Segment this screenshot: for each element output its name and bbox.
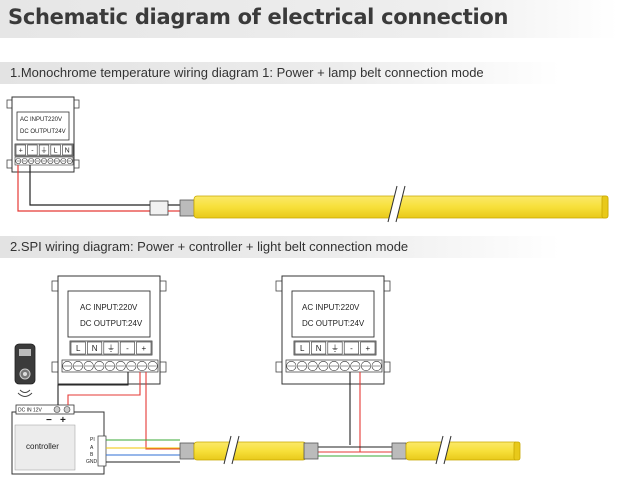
remote-control-icon (14, 343, 36, 385)
terminal-box (87, 341, 103, 355)
terminal-label: ⏚ (331, 344, 339, 353)
terminal-box (38, 144, 50, 156)
terminal-label: + (19, 147, 23, 154)
terminal-box (15, 144, 26, 156)
terminal-label: + (141, 344, 146, 353)
terminal-label: L (54, 147, 58, 154)
psu-right-dc-output: DC OUTPUT:24V (302, 319, 365, 328)
section1-heading: 1.Monochrome temperature wiring diagram … (10, 65, 484, 80)
led-strip-section1 (193, 185, 609, 223)
terminal-box (119, 341, 135, 355)
terminal-box (50, 144, 61, 156)
terminal-box (70, 341, 86, 355)
cut-mark-icon (224, 438, 238, 464)
psu1-ac-input: AC INPUT220V (20, 117, 62, 123)
pin-b: B (90, 452, 94, 458)
terminal-label: - (126, 344, 129, 353)
terminal-label: N (92, 344, 98, 353)
terminal-box (294, 341, 310, 355)
terminal-label: L (300, 344, 305, 353)
led-strip-section2-a (179, 435, 319, 465)
terminal-label: N (65, 147, 70, 154)
section1-wires (17, 165, 195, 217)
wire-red-positive (17, 165, 150, 212)
terminal-box (360, 341, 376, 355)
section2-heading: 2.SPI wiring diagram: Power + controller… (10, 239, 409, 254)
controller-label: controller (26, 442, 59, 451)
section2-heading-bar: 2.SPI wiring diagram: Power + controller… (0, 236, 560, 258)
terminal-box (311, 341, 327, 355)
cut-mark-icon (436, 438, 450, 464)
terminal-box (136, 341, 152, 355)
section1-heading-bar: 1.Monochrome temperature wiring diagram … (0, 62, 560, 84)
wire-black-negative (29, 165, 150, 206)
title-bar: Schematic diagram of electrical connecti… (0, 0, 618, 38)
terminal-label: - (31, 147, 34, 154)
terminal-label: ⏚ (41, 146, 48, 154)
led-strip-section2-b (391, 435, 521, 465)
psu-left-section2: AC INPUT:220V DC OUTPUT:24V L N ⏚ - + (51, 275, 167, 385)
terminal-label: L (76, 344, 81, 353)
pin-gnd: GND (86, 459, 98, 465)
controller-top-label: DC IN 12V (18, 408, 43, 414)
psu-right-section2: AC INPUT:220V DC OUTPUT:24V L N ⏚ - + (275, 275, 391, 385)
terminal-label: + (365, 344, 370, 353)
page-title: Schematic diagram of electrical connecti… (8, 5, 509, 29)
terminal-label: - (350, 344, 353, 353)
controller-minus: − (46, 415, 52, 426)
psu-left-dc-output: DC OUTPUT:24V (80, 319, 143, 328)
connector-section1 (149, 200, 169, 216)
psu-left-ac-input: AC INPUT:220V (80, 303, 138, 312)
pin-pi: PI (90, 437, 95, 443)
terminal-label: ⏚ (107, 344, 115, 353)
cut-mark-icon (388, 190, 404, 222)
terminal-box (27, 144, 38, 156)
section2-wires (57, 372, 392, 463)
psu-right-ac-input: AC INPUT:220V (302, 303, 360, 312)
controller-section2: DC IN 12V − + controller PI A B GND (11, 404, 107, 475)
psu1-dc-output: DC OUTPUT24V (20, 129, 66, 135)
terminal-label: N (316, 344, 322, 353)
controller-plus: + (60, 415, 66, 426)
terminal-box (343, 341, 359, 355)
terminal-box (62, 144, 73, 156)
wireless-signal-icon (17, 389, 33, 397)
strip-end-cap-section1 (179, 199, 195, 217)
pin-a: A (90, 445, 94, 451)
terminal-box (103, 341, 119, 355)
terminal-box (327, 341, 343, 355)
